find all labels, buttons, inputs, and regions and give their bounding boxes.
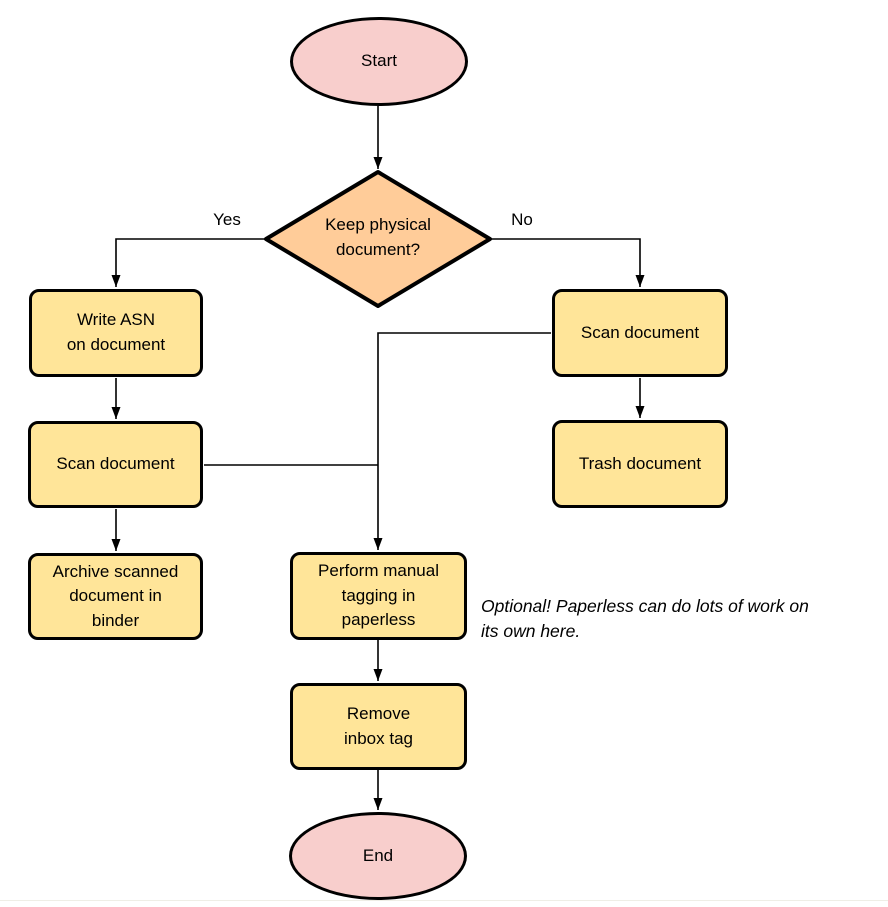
manual-tagging-node: Perform manual tagging in paperless [290,552,467,640]
optional-annotation: Optional! Paperless can do lots of work … [481,596,809,641]
edge-label-no: No [511,210,533,229]
write-asn-node: Write ASN on document [29,289,203,377]
decision-node-label: Keep physical document? [325,215,431,259]
start-node-label: Start [361,51,397,71]
edge-decision-to-scan-right [490,238,645,287]
manual-tagging-node-label: Perform manual tagging in paperless [318,561,439,630]
scan-document-left-node-label: Scan document [56,454,175,474]
scan-document-left-node: Scan document [28,421,203,508]
trash-document-node: Trash document [552,420,728,508]
scan-document-right-node-label: Scan document [580,322,700,342]
archive-node-label: Archive scanned document in binder [52,561,179,630]
remove-inbox-tag-node-label: Remove inbox tag [344,703,413,748]
scan-document-right-node: Scan document [552,289,728,377]
write-asn-node-label: Write ASN on document [66,310,166,354]
archive-node: Archive scanned document in binder [28,553,203,640]
bottom-divider [0,900,888,901]
start-node: Start [290,17,468,106]
edge-scan-right-to-tagging [373,332,551,550]
remove-inbox-tag-node: Remove inbox tag [290,683,467,770]
decision-node-shape [264,170,492,308]
edge-decision-to-write-asn [111,238,266,287]
end-node: End [289,812,467,900]
trash-document-node-label: Trash document [578,453,702,473]
end-node-label: End [362,845,394,865]
edge-label-yes: Yes [213,210,241,229]
